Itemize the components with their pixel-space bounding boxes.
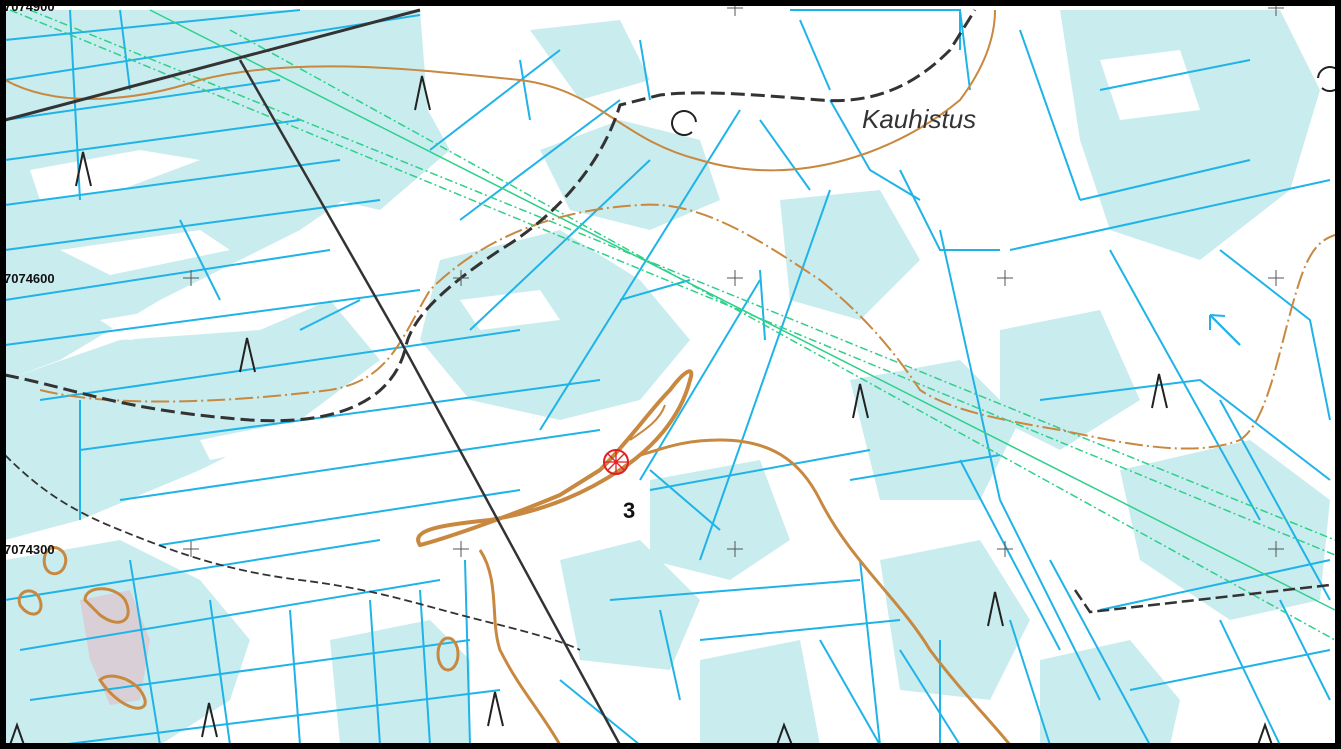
site-number-label: 3 (623, 498, 635, 523)
conifer-tree-symbols (9, 75, 1273, 746)
grid-cross-symbols (183, 3, 1284, 557)
ditch-network (4, 9, 1331, 746)
coord-label-middle: 7074600 (4, 271, 55, 286)
power-lines (9, 9, 1336, 641)
contour-lines (4, 9, 1336, 746)
wetland-areas (5, 10, 1330, 745)
boulder-symbols (671, 66, 1341, 137)
rock-outcrop-area (80, 590, 150, 705)
forest-roads (4, 9, 1331, 651)
site-marker-icon[interactable] (603, 449, 629, 475)
place-name-label: Kauhistus (862, 104, 976, 134)
boundary-lines (4, 8, 622, 746)
open-areas (30, 50, 1200, 460)
flow-arrow-icon (1209, 314, 1241, 346)
coord-label-bottom: 7074300 (4, 542, 55, 557)
